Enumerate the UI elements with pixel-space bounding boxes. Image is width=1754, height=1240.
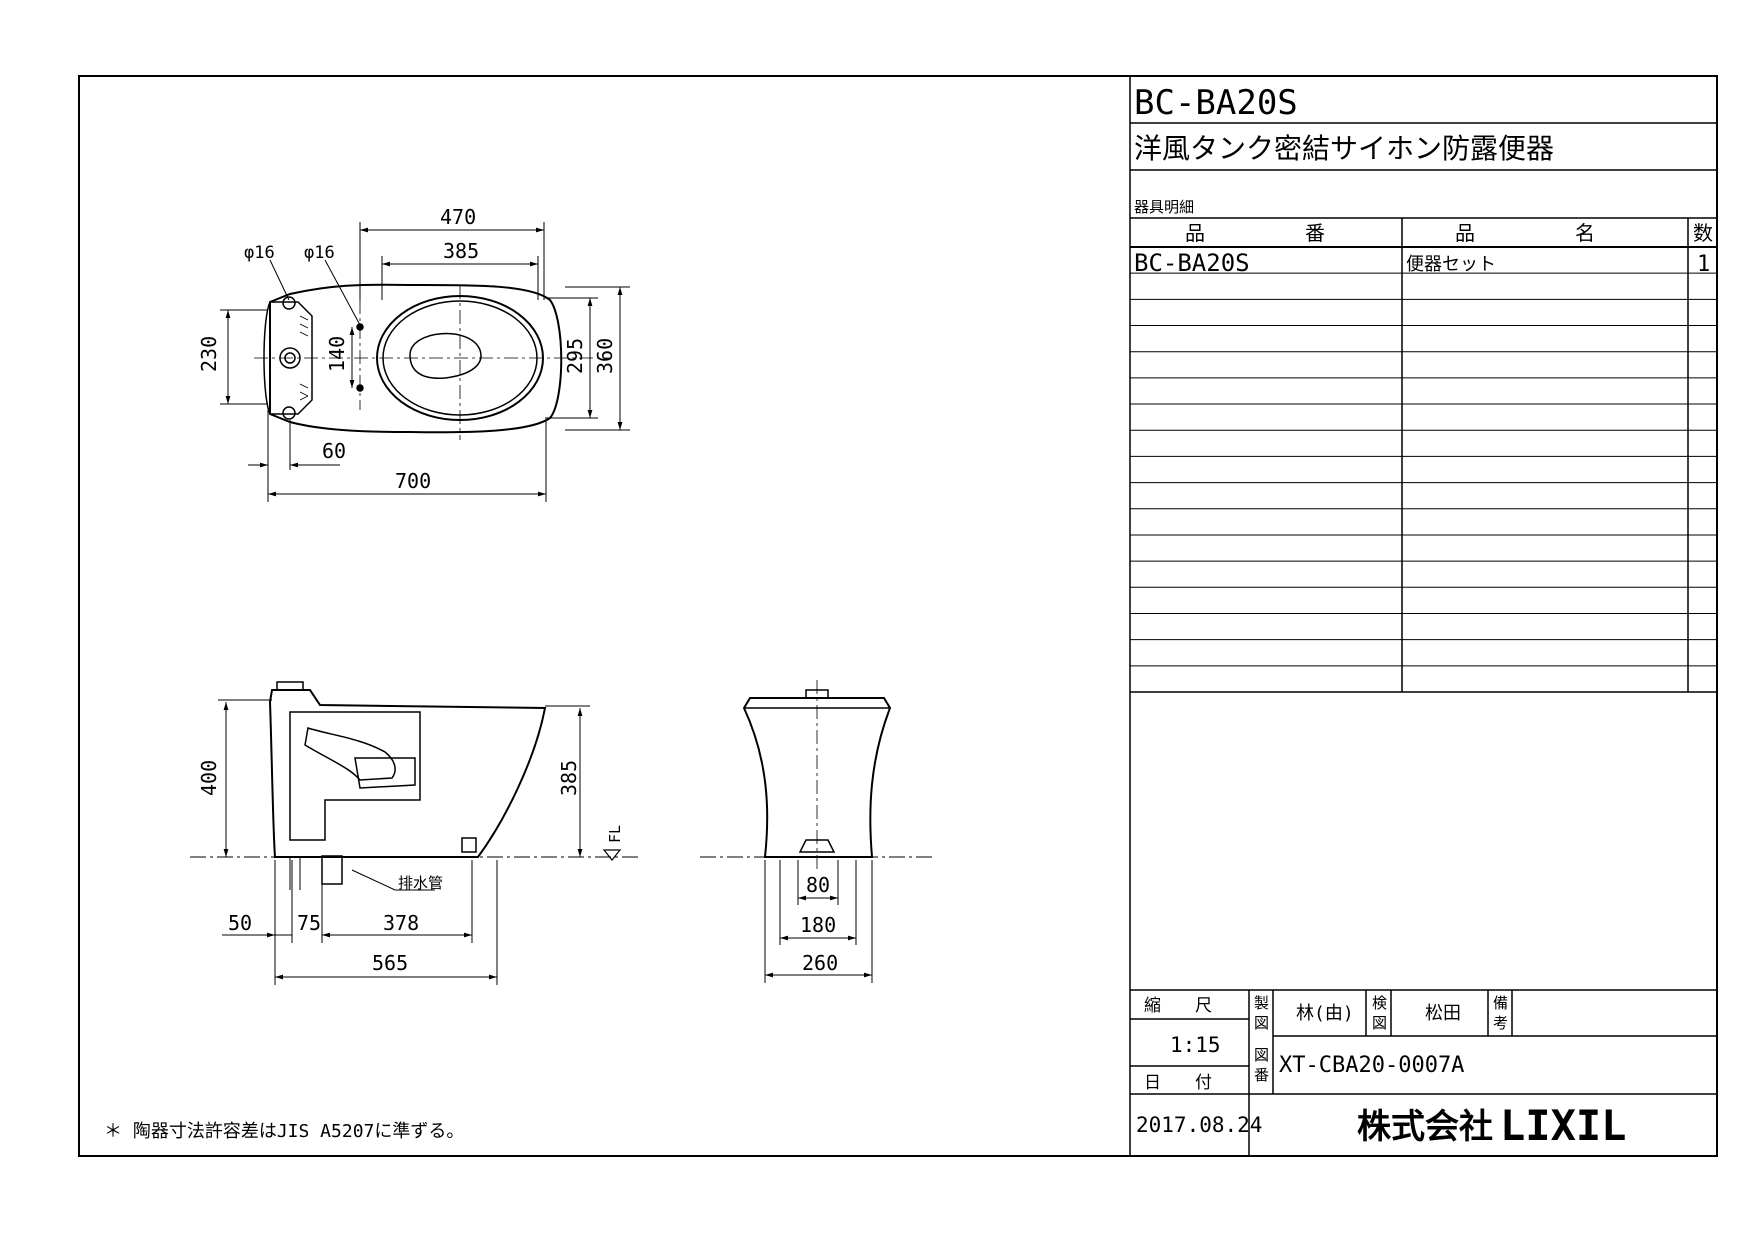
fl-symbol <box>602 849 622 861</box>
remarks-label: 備考 <box>1493 994 1508 1032</box>
company-name: 株式会社 <box>1357 1107 1493 1147</box>
floor-bracket <box>461 837 477 853</box>
dim-360: 360 <box>593 338 617 374</box>
dim-565: 565 <box>372 951 408 975</box>
product-name: 洋風タンク密結サイホン防露便器 <box>1134 132 1554 165</box>
tank-back-top <box>263 301 313 415</box>
checked-label: 検図 <box>1372 994 1387 1032</box>
trapway <box>304 727 396 781</box>
dim-60: 60 <box>322 439 346 463</box>
dim-140: 140 <box>325 336 349 372</box>
drain-pipe <box>321 855 343 885</box>
side-view-labels: 400 385 FL 排水管 50 75 378 565 <box>197 760 624 975</box>
tolerance-note: ＊ 陶器寸法許容差はJIS A5207に準ずる。 <box>104 1121 464 1142</box>
tank-inner <box>289 711 421 841</box>
drain-hook <box>289 857 301 890</box>
dim-700: 700 <box>395 469 431 493</box>
dim-hole-right: φ16 <box>304 243 335 263</box>
dim-80: 80 <box>806 873 830 897</box>
front-view-labels: 80 180 260 <box>800 873 838 975</box>
drawing-no-label: 図番 <box>1254 1046 1269 1084</box>
floor-label: FL <box>606 825 624 843</box>
row-qty: 1 <box>1697 252 1710 277</box>
title-texts: BC-BA20S 洋風タンク密結サイホン防露便器 器具明細 品 番 品 名 数 … <box>1134 83 1713 1150</box>
dim-400: 400 <box>197 760 221 796</box>
row-part-no: BC-BA20S <box>1134 249 1250 277</box>
title-block <box>1129 76 1718 1156</box>
side-view <box>190 681 640 985</box>
dim-470: 470 <box>440 205 476 229</box>
front-view <box>700 680 935 983</box>
drain-label: 排水管 <box>398 874 443 892</box>
scale-label: 縮 尺 <box>1144 996 1212 1016</box>
dim-385-side: 385 <box>557 760 581 796</box>
dim-378: 378 <box>383 911 419 935</box>
toilet-outline-top <box>269 283 563 434</box>
brand-logo: LIXIL <box>1500 1101 1626 1150</box>
seat-opening <box>409 332 482 379</box>
toilet-outline-side <box>268 689 547 858</box>
top-view <box>220 222 630 502</box>
dim-180: 180 <box>800 913 836 937</box>
drawing-no: XT-CBA20-0007A <box>1279 1053 1464 1078</box>
drafted-label: 製図 <box>1254 994 1269 1032</box>
drafted-by: 林(由) <box>1296 1003 1354 1024</box>
column-qty: 数 <box>1693 221 1713 245</box>
outlet-front <box>798 839 836 853</box>
fitting-top <box>282 296 296 310</box>
section-label: 器具明細 <box>1134 198 1194 216</box>
product-code: BC-BA20S <box>1134 83 1298 123</box>
dim-50: 50 <box>228 911 252 935</box>
row-part-name: 便器セット <box>1406 254 1496 275</box>
checked-by: 松田 <box>1425 1003 1461 1024</box>
dim-260: 260 <box>802 951 838 975</box>
dim-295: 295 <box>563 338 587 374</box>
column-part-name: 品 名 <box>1455 221 1595 245</box>
dim-hole-left: φ16 <box>244 243 275 263</box>
dim-385: 385 <box>443 239 479 263</box>
drawing-frame <box>78 75 1718 1157</box>
dim-230: 230 <box>197 336 221 372</box>
column-part-no: 品 番 <box>1185 221 1325 245</box>
top-view-labels: 470 385 700 60 φ16 φ16 230 140 295 360 <box>197 205 617 493</box>
dim-75: 75 <box>297 911 321 935</box>
date-label: 日 付 <box>1144 1073 1212 1093</box>
date-value: 2017.08.24 <box>1136 1113 1262 1137</box>
tank-cap <box>276 681 304 691</box>
scale-value: 1:15 <box>1170 1033 1221 1057</box>
